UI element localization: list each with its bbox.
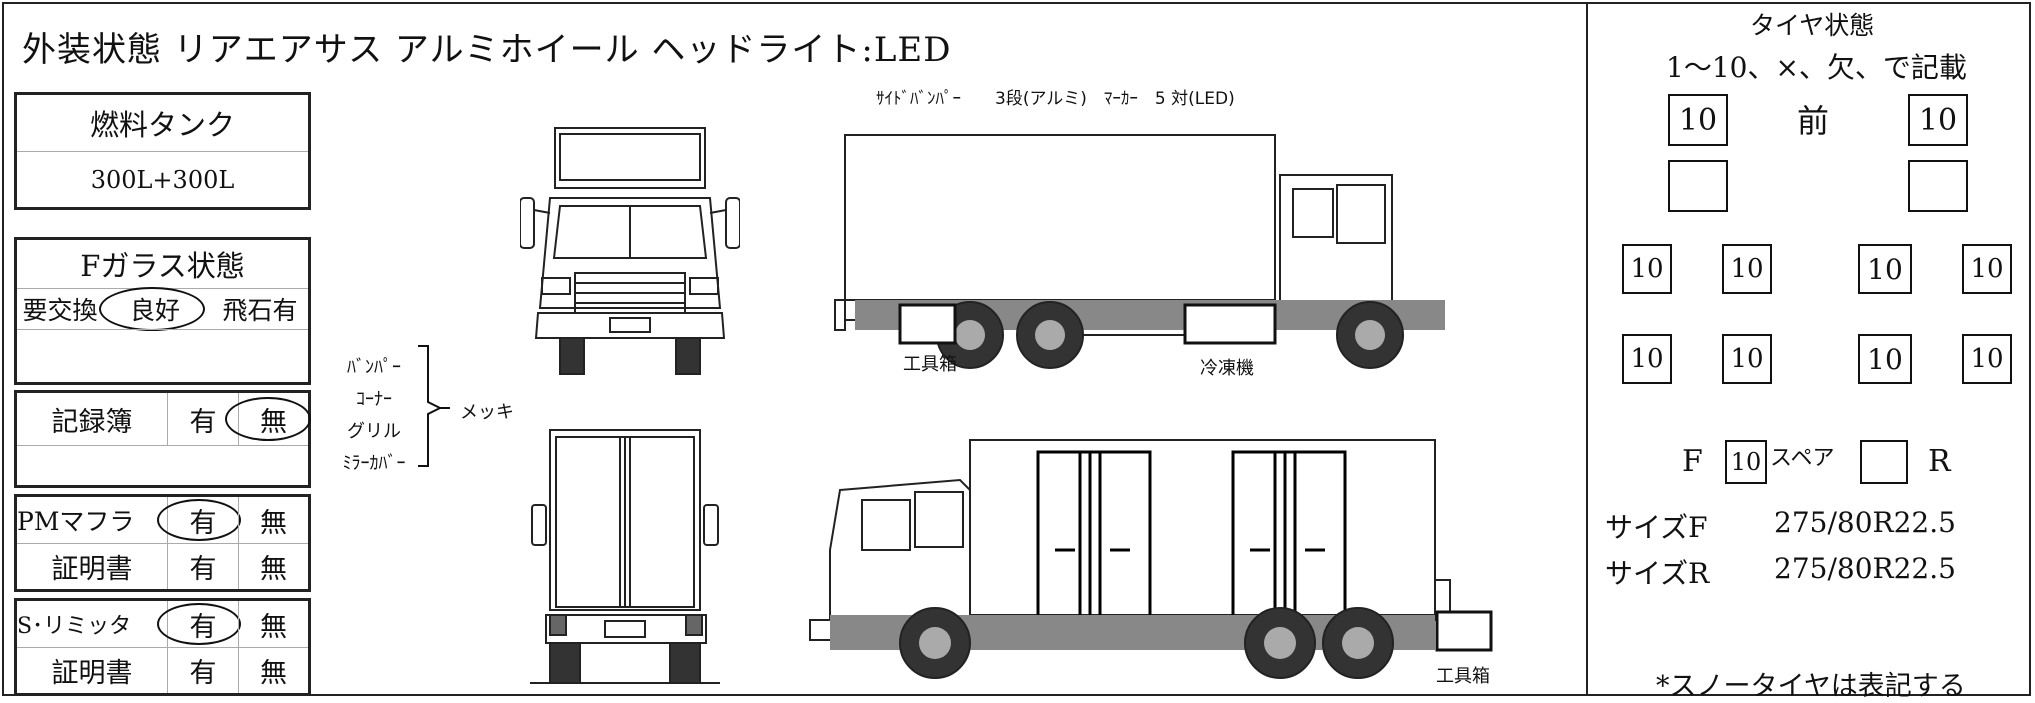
freezer-label: 冷凍機 — [1200, 358, 1254, 379]
front-label: 前 — [1797, 102, 1830, 140]
slimit-no: 無 — [260, 611, 287, 643]
truck-right-side-drawing — [834, 134, 1445, 369]
tire-rear2-inner-right[interactable]: 10 — [1858, 334, 1912, 384]
pm-certificate-label: 証明書 — [51, 554, 133, 585]
slimit-certificate-label: 証明書 — [51, 658, 133, 689]
fuel-tank-box: 燃料タンク 300L+300L — [14, 92, 311, 210]
tool-box-label-2: 工具箱 — [1436, 666, 1490, 687]
pm-muffler-box: PMマフラ 有 無 証明書 有 無 — [14, 494, 311, 592]
spare-rear-value[interactable] — [1860, 440, 1908, 484]
spare-rear-label: R — [1928, 444, 1951, 479]
tire-rear1-inner-left[interactable]: 10 — [1722, 244, 1772, 294]
selected-circle — [157, 499, 241, 541]
slimit-cert-yes: 有 — [189, 658, 217, 689]
tire-condition-title: タイヤ状態 — [1750, 11, 1875, 40]
fuel-tank-value: 300L+300L — [90, 165, 235, 194]
spare-front-label: F — [1682, 444, 1703, 479]
snow-tire-note: *スノータイヤは表記する — [1656, 671, 1966, 702]
tire-instruction: 1～10、×、欠、で記載 — [1666, 51, 1967, 84]
plating-item-mirror-cover: ﾐﾗｰｶﾊﾞｰ — [342, 453, 406, 474]
tire-front-right[interactable]: 10 — [1908, 94, 1968, 146]
plating-item-bumper: ﾊﾞﾝﾊﾟｰ — [347, 357, 401, 378]
slimit-cert-no: 無 — [260, 658, 287, 689]
tire-rear1-outer-left[interactable]: 10 — [1622, 244, 1672, 294]
pm-muffler-label: PMマフラ — [17, 507, 135, 536]
spare-label: スペア — [1770, 446, 1835, 471]
size-rear-value: 275/80R22.5 — [1774, 552, 1956, 585]
selected-circle — [99, 287, 205, 331]
tire-front-left[interactable]: 10 — [1668, 94, 1728, 146]
pm-no: 無 — [260, 507, 287, 539]
record-book-label: 記録簿 — [51, 406, 133, 438]
tool-box-label: 工具箱 — [903, 354, 957, 375]
plating-brace — [418, 345, 450, 467]
tire-rear1-outer-right[interactable]: 10 — [1962, 244, 2012, 294]
spare-front-value[interactable]: 10 — [1725, 440, 1767, 484]
tire-rear2-outer-left[interactable]: 10 — [1622, 334, 1672, 384]
glass-chip-option: 飛石有 — [222, 296, 298, 325]
record-book-box: 記録簿 有 無 — [14, 390, 311, 488]
selected-circle — [225, 397, 311, 441]
size-rear-label: サイズR — [1605, 557, 1710, 590]
size-front-value: 275/80R22.5 — [1774, 506, 1956, 539]
plating-item-corner: ｺｰﾅｰ — [356, 389, 392, 410]
column-divider — [1586, 2, 1588, 696]
record-yes: 有 — [189, 406, 217, 438]
front-glass-box: Fガラス状態 要交換 良好 飛石有 — [14, 237, 311, 385]
selected-circle — [157, 603, 241, 645]
glass-replace-option: 要交換 — [22, 296, 98, 325]
plating-label: メッキ — [460, 402, 514, 423]
front-glass-label: Fガラス状態 — [80, 249, 245, 283]
tire-second-right[interactable] — [1908, 160, 1968, 212]
exterior-condition-title: 外装状態 リアエアサス アルミホイール ヘッドライト:LED — [22, 30, 952, 70]
plating-items: ﾊﾞﾝﾊﾟｰ ｺｰﾅｰ グリル ﾐﾗｰｶﾊﾞｰ — [340, 352, 408, 480]
truck-left-side-drawing — [809, 439, 1493, 679]
pm-cert-yes: 有 — [189, 554, 217, 585]
truck-rear-view-drawing — [530, 429, 720, 684]
tire-rear2-inner-left[interactable]: 10 — [1722, 334, 1772, 384]
plating-item-grille: グリル — [347, 421, 401, 442]
pm-cert-no: 無 — [260, 554, 287, 585]
side-bumper-spec: ｻｲﾄﾞﾊﾞﾝﾊﾟｰ 3段(アルミ) ﾏｰｶｰ 5 対(LED) — [876, 89, 1235, 109]
speed-limiter-box: S･リミッタ 有 無 証明書 有 無 — [14, 598, 311, 696]
speed-limiter-label: S･リミッタ — [17, 614, 132, 639]
tire-rear1-inner-right[interactable]: 10 — [1858, 244, 1912, 294]
truck-front-view-drawing — [520, 127, 740, 375]
tire-second-left[interactable] — [1668, 160, 1728, 212]
tire-rear2-outer-right[interactable]: 10 — [1962, 334, 2012, 384]
size-front-label: サイズF — [1605, 511, 1708, 544]
fuel-tank-label: 燃料タンク — [89, 108, 235, 142]
